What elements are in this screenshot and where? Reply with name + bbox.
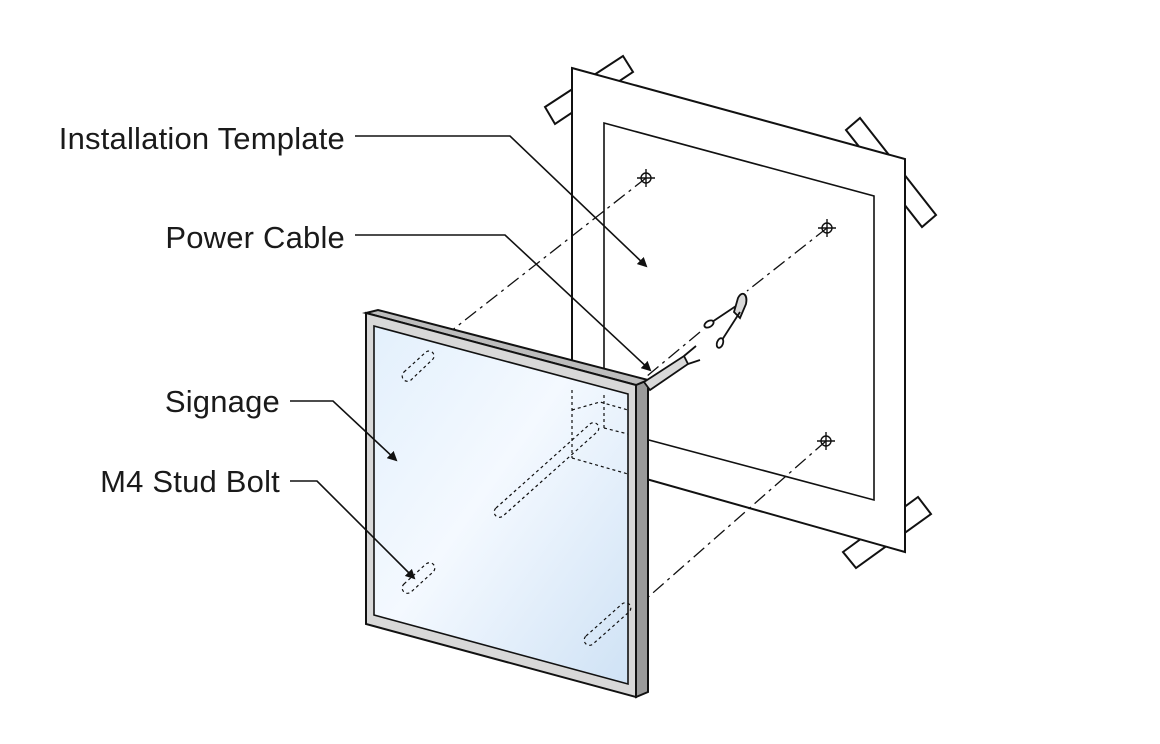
leader-stud-bolt bbox=[290, 480, 416, 580]
leader-signage bbox=[290, 400, 398, 462]
label-installation-template: Installation Template bbox=[58, 121, 345, 156]
stud-bolt-hidden bbox=[401, 350, 435, 382]
label-signage: Signage bbox=[164, 384, 280, 419]
stud-bolt-hidden bbox=[401, 562, 436, 594]
label-power-cable: Power Cable bbox=[165, 220, 345, 255]
callout-leaders bbox=[290, 135, 652, 580]
signage-side-edge bbox=[635, 378, 649, 699]
leader-power-cable bbox=[355, 234, 652, 372]
signage-panel bbox=[362, 308, 652, 699]
hidden-lines bbox=[401, 350, 632, 646]
signage-glass bbox=[373, 324, 629, 686]
leader-installation-template bbox=[355, 135, 648, 268]
label-stud-bolt: M4 Stud Bolt bbox=[100, 464, 280, 499]
power-cable bbox=[642, 345, 701, 392]
cable-connector-template bbox=[703, 292, 748, 349]
